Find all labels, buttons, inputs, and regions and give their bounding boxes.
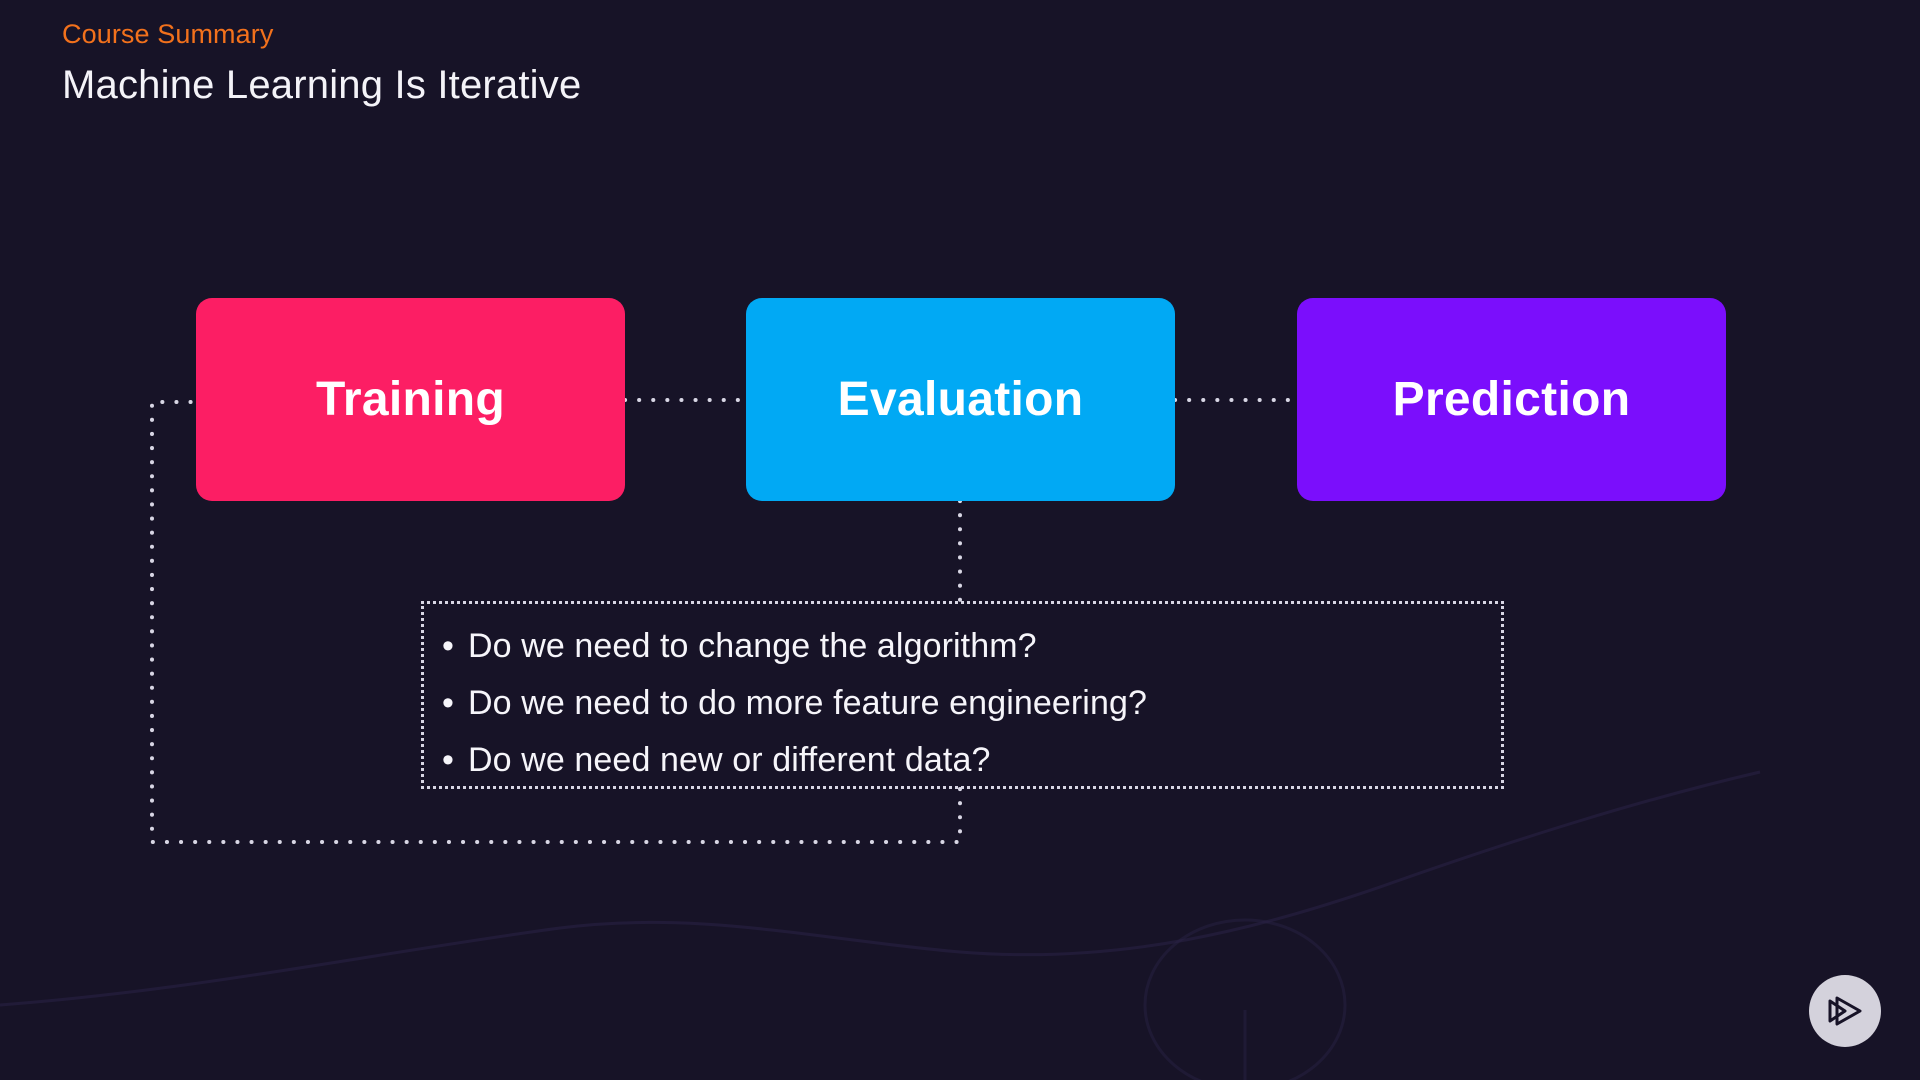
page-title: Machine Learning Is Iterative <box>62 62 582 107</box>
diagram-node-evaluation[interactable]: Evaluation <box>746 298 1175 501</box>
question-text: Do we need to change the algorithm? <box>468 627 1037 665</box>
diagram-node-training[interactable]: Training <box>196 298 625 501</box>
diagram-node-prediction[interactable]: Prediction <box>1297 298 1726 501</box>
question-text: Do we need to do more feature engineerin… <box>468 684 1147 722</box>
evaluation-questions-box: • Do we need to change the algorithm? • Do… <box>421 601 1504 789</box>
bullet-glyph: • <box>442 627 455 665</box>
node-label-prediction: Prediction <box>1392 373 1631 426</box>
pluralsight-play-logo[interactable] <box>1809 975 1881 1047</box>
node-label-training: Training <box>315 373 506 426</box>
question-text: Do we need new or different data? <box>468 741 991 779</box>
play-triangles-icon <box>1828 996 1862 1026</box>
bullet-glyph: • <box>442 684 455 722</box>
question-item: • Do we need new or different data? <box>442 732 1501 789</box>
question-item: • Do we need to change the algorithm? <box>442 618 1501 675</box>
page-header: Course Summary Machine Learning Is Itera… <box>62 18 581 111</box>
node-label-evaluation: Evaluation <box>837 373 1084 426</box>
question-item: • Do we need to do more feature engineeri… <box>442 675 1501 732</box>
course-summary-eyebrow: Course Summary <box>62 19 274 49</box>
bullet-glyph: • <box>442 741 455 779</box>
